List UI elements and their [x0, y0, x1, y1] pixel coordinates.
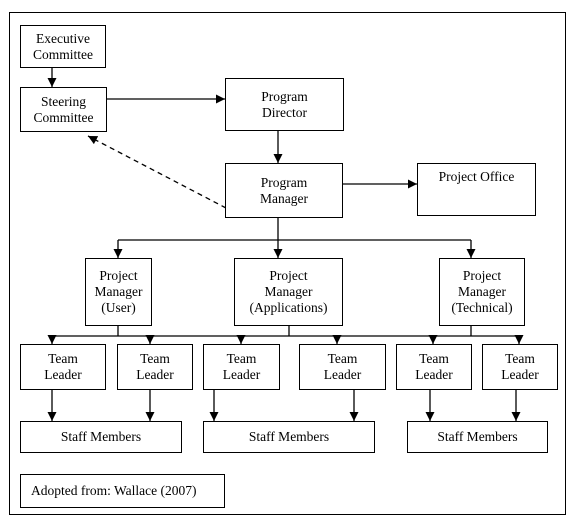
program-manager-box: Program Manager — [225, 163, 343, 218]
program-director-box: Program Director — [225, 78, 344, 131]
project-manager-user-box: Project Manager (User) — [85, 258, 152, 326]
team-leader-4-box: Team Leader — [299, 344, 386, 390]
team-leader-1-box: Team Leader — [20, 344, 106, 390]
project-manager-technical-box: Project Manager (Technical) — [439, 258, 525, 326]
team-leader-2-box: Team Leader — [117, 344, 193, 390]
team-leader-5-box: Team Leader — [396, 344, 472, 390]
steering-committee-box: Steering Committee — [20, 87, 107, 132]
staff-members-2-box: Staff Members — [203, 421, 375, 453]
team-leader-3-box: Team Leader — [203, 344, 280, 390]
project-manager-applications-box: Project Manager (Applications) — [234, 258, 343, 326]
diagram-frame — [9, 12, 566, 515]
staff-members-3-box: Staff Members — [407, 421, 548, 453]
staff-members-1-box: Staff Members — [20, 421, 182, 453]
team-leader-6-box: Team Leader — [482, 344, 558, 390]
executive-committee-box: Executive Committee — [20, 25, 106, 68]
source-note-box: Adopted from: Wallace (2007) — [20, 474, 225, 508]
project-office-box: Project Office — [417, 163, 536, 216]
dashed-arrow-manager-to-steering — [87, 135, 227, 209]
